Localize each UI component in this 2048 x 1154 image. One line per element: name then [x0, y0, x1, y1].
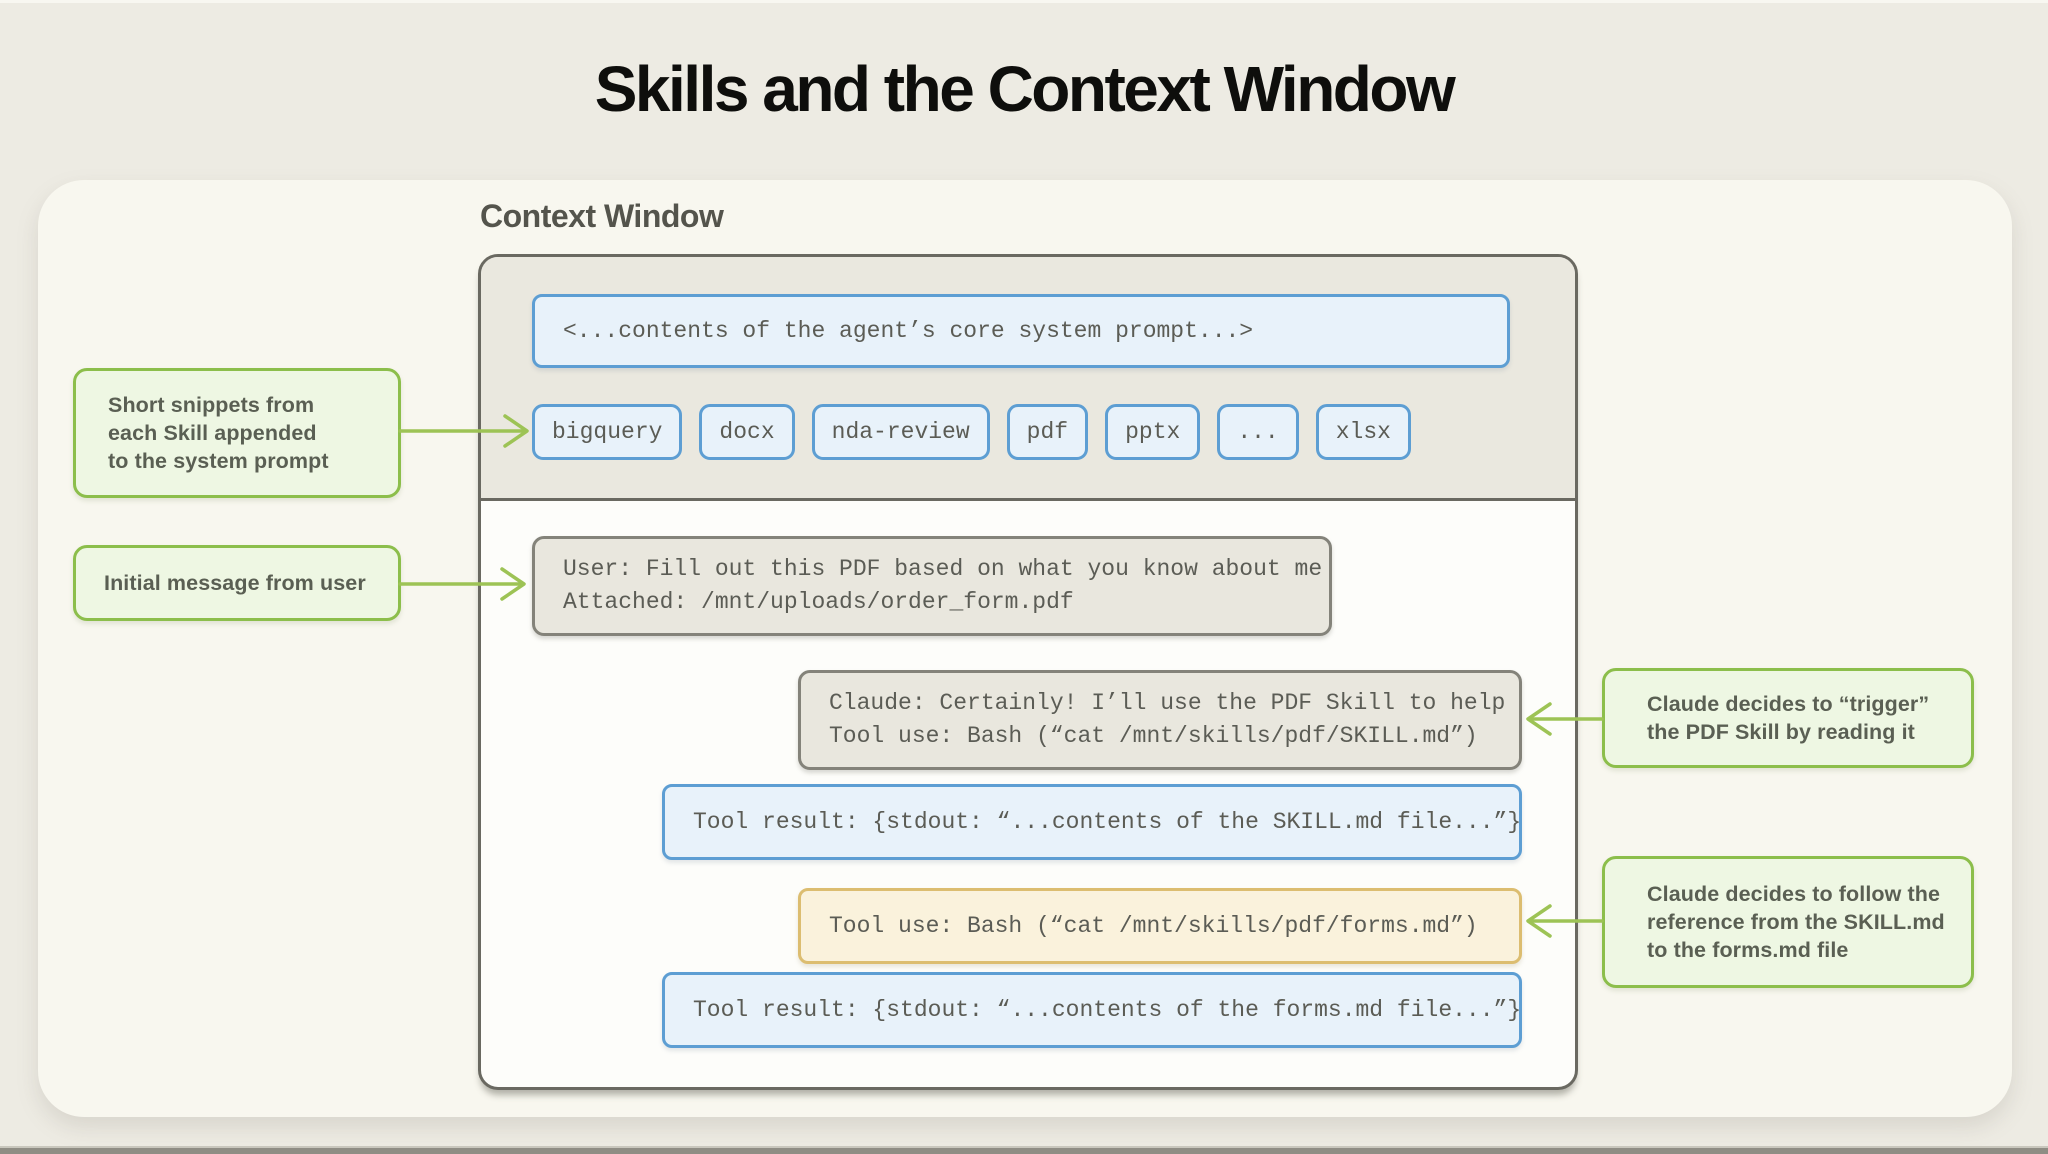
message-line: User: Fill out this PDF based on what yo…	[563, 556, 1323, 582]
tool-result-forms-box: Tool result: {stdout: “...contents of th…	[662, 972, 1522, 1048]
skill-chip-pdf: pdf	[1006, 404, 1089, 460]
annotation-line: each Skill appended	[108, 421, 317, 445]
tool-use-forms-box: Tool use: Bash (“cat /mnt/skills/pdf/for…	[798, 888, 1522, 964]
annotation-trigger-skill: Claude decides to “trigger” the PDF Skil…	[1602, 668, 1974, 768]
annotation-line: Short snippets from	[108, 393, 315, 417]
context-window-label: Context Window	[480, 198, 724, 234]
annotation-line: Initial message from user	[104, 571, 366, 595]
skill-chip-pptx: pptx	[1105, 404, 1201, 460]
annotation-short-snippets: Short snippets from each Skill appended …	[73, 368, 401, 498]
annotation-line: reference from the SKILL.md	[1647, 910, 1945, 934]
system-prompt-text: <...contents of the agent’s core system …	[563, 317, 1254, 344]
annotation-line: the PDF Skill by reading it	[1647, 720, 1915, 744]
user-message-box: User: Fill out this PDF based on what yo…	[532, 536, 1332, 636]
skill-chip-xlsx: xlsx	[1315, 404, 1411, 460]
system-prompt-box: <...contents of the agent’s core system …	[532, 294, 1510, 368]
page-title: Skills and the Context Window	[594, 53, 1456, 125]
message-line: Attached: /mnt/uploads/order_form.pdf	[563, 589, 1074, 615]
annotation-follow-reference: Claude decides to follow the reference f…	[1602, 856, 1974, 988]
skill-chips-row: bigquery docx nda-review pdf pptx ... xl…	[532, 404, 1411, 460]
annotation-line: to the system prompt	[108, 449, 329, 473]
annotation-line: to the forms.md file	[1647, 938, 1849, 962]
message-line: Tool result: {stdout: “...contents of th…	[693, 808, 1522, 835]
skill-chip-docx: docx	[699, 404, 795, 460]
skill-chip-ellipsis: ...	[1217, 404, 1299, 460]
skill-chip-nda-review: nda-review	[811, 404, 990, 460]
annotation-initial-message: Initial message from user	[73, 545, 401, 621]
skill-chip-bigquery: bigquery	[532, 404, 683, 460]
claude-message-box: Claude: Certainly! I’ll use the PDF Skil…	[798, 670, 1522, 770]
message-line: Tool use: Bash (“cat /mnt/skills/pdf/for…	[829, 912, 1478, 939]
window-bottom-edge	[0, 1146, 2048, 1154]
message-line: Claude: Certainly! I’ll use the PDF Skil…	[829, 690, 1506, 716]
message-line: Tool result: {stdout: “...contents of th…	[693, 996, 1522, 1023]
tool-result-skill-box: Tool result: {stdout: “...contents of th…	[662, 784, 1522, 860]
message-line: Tool use: Bash (“cat /mnt/skills/pdf/SKI…	[829, 723, 1478, 749]
annotation-line: Claude decides to “trigger”	[1647, 692, 1930, 716]
annotation-line: Claude decides to follow the	[1647, 882, 1941, 906]
